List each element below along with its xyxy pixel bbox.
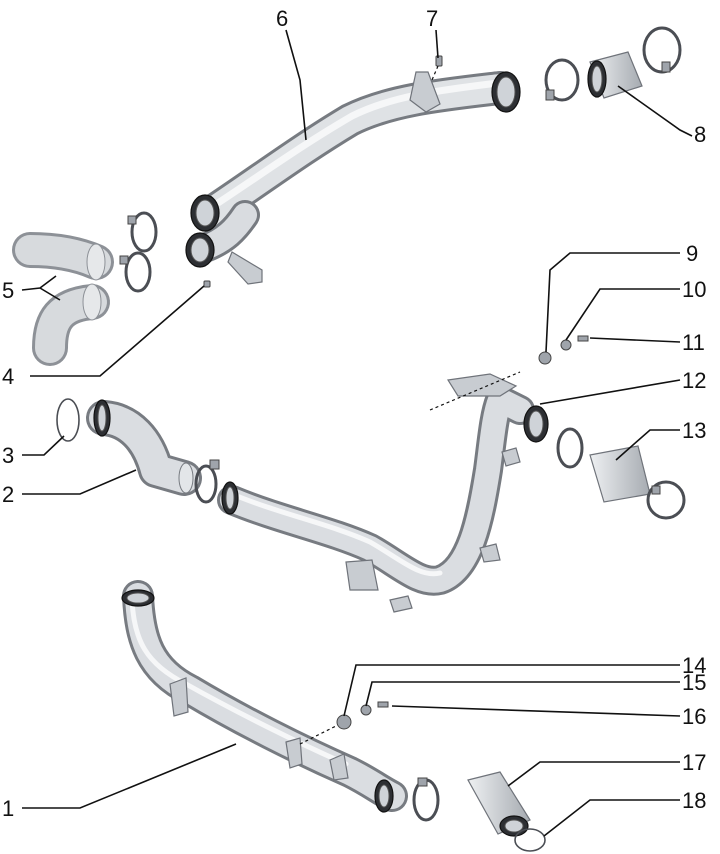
part-5-hoses bbox=[12, 211, 158, 366]
callout-labels: 6 7 8 5 4 3 2 9 10 11 12 13 14 15 16 17 … bbox=[2, 6, 706, 821]
callout-15: 15 bbox=[682, 670, 706, 695]
callout-2: 2 bbox=[2, 482, 14, 507]
callout-11: 11 bbox=[682, 330, 705, 355]
callout-16: 16 bbox=[682, 704, 706, 729]
callout-10: 10 bbox=[682, 277, 706, 302]
part-2-charge-pipe bbox=[86, 399, 220, 504]
callout-1: 1 bbox=[2, 796, 14, 821]
callout-13: 13 bbox=[682, 418, 706, 443]
callout-17: 17 bbox=[682, 750, 706, 775]
callout-14: 14 bbox=[682, 653, 706, 678]
callout-8: 8 bbox=[694, 122, 706, 147]
part-12-charge-pipe bbox=[217, 373, 549, 613]
callout-5: 5 bbox=[2, 278, 14, 303]
parts-14-15-16-fasteners bbox=[299, 701, 389, 745]
part-7-bolt bbox=[431, 55, 443, 81]
part-6-upper-charge-pipe bbox=[185, 71, 521, 285]
callout-18: 18 bbox=[682, 788, 706, 813]
part-13-hose-with-clamps bbox=[556, 427, 686, 520]
callout-6: 6 bbox=[276, 6, 288, 31]
part-8-hose-with-clamps bbox=[544, 26, 682, 102]
parts-17-18-hose-and-ring bbox=[412, 771, 546, 852]
part-3-o-ring bbox=[56, 398, 80, 442]
leader-lines bbox=[21, 29, 693, 837]
callout-3: 3 bbox=[2, 443, 14, 468]
callout-7: 7 bbox=[426, 6, 438, 31]
callout-9: 9 bbox=[686, 241, 698, 266]
callout-12: 12 bbox=[682, 368, 706, 393]
part-1-charge-pipe bbox=[121, 580, 408, 813]
part-4-screw bbox=[203, 280, 211, 288]
callout-4: 4 bbox=[2, 364, 14, 389]
